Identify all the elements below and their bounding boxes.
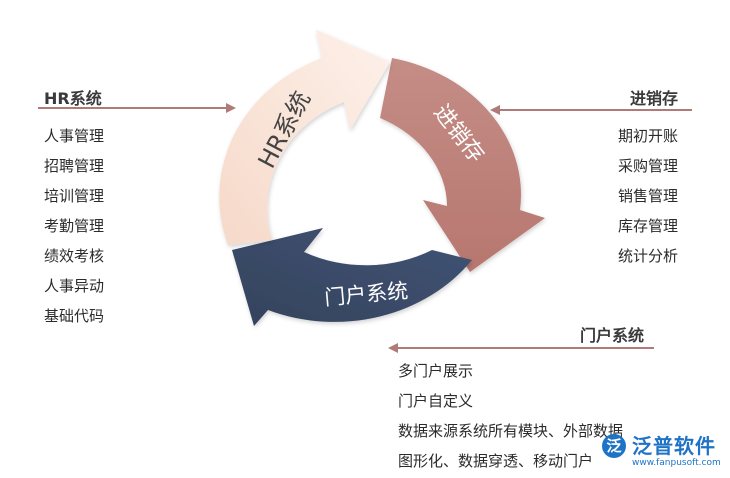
list-item: 绩效考核 <box>44 247 105 265</box>
hr-items-list: 人事管理 招聘管理 培训管理 考勤管理 绩效考核 人事异动 基础代码 <box>44 121 104 331</box>
jxc-connector-arrow <box>490 105 692 115</box>
logo-url-text: www.fanpusoft.com <box>632 458 721 468</box>
list-item: 考勤管理 <box>44 217 105 235</box>
list-item: 库存管理 <box>617 217 678 235</box>
jxc-heading: 进销存 <box>629 89 678 108</box>
list-item: 基础代码 <box>44 307 105 325</box>
list-item: 采购管理 <box>617 157 678 175</box>
arrow-portal <box>232 228 472 326</box>
arrow-jxc <box>380 58 545 272</box>
list-item: 门户自定义 <box>398 392 474 410</box>
logo-brand-text: 泛普软件 <box>632 434 716 458</box>
hr-connector-arrow <box>38 103 236 113</box>
list-item: 人事管理 <box>44 127 105 145</box>
list-item: 统计分析 <box>617 247 678 265</box>
portal-heading: 门户系统 <box>579 326 644 345</box>
list-item: 培训管理 <box>44 187 105 205</box>
hr-heading: HR系统 <box>44 89 102 108</box>
logo-mark-icon: 泛 <box>602 434 626 458</box>
jxc-items-list: 期初开账 采购管理 销售管理 库存管理 统计分析 <box>618 121 678 271</box>
portal-items-list: 多门户展示 门户自定义 数据来源系统所有模块、外部数据 图形化、数据穿透、移动门… <box>398 356 623 476</box>
brand-logo: 泛 泛普软件 www.fanpusoft.com <box>602 430 722 474</box>
list-item: 期初开账 <box>617 127 678 145</box>
list-item: 人事异动 <box>44 277 105 295</box>
list-item: 招聘管理 <box>44 157 105 175</box>
portal-connector-arrow <box>388 343 654 353</box>
list-item: 数据来源系统所有模块、外部数据 <box>398 422 624 440</box>
list-item: 销售管理 <box>617 187 678 205</box>
arrow-hr <box>219 30 390 245</box>
list-item: 图形化、数据穿透、移动门户 <box>398 452 594 470</box>
list-item: 多门户展示 <box>398 362 474 380</box>
